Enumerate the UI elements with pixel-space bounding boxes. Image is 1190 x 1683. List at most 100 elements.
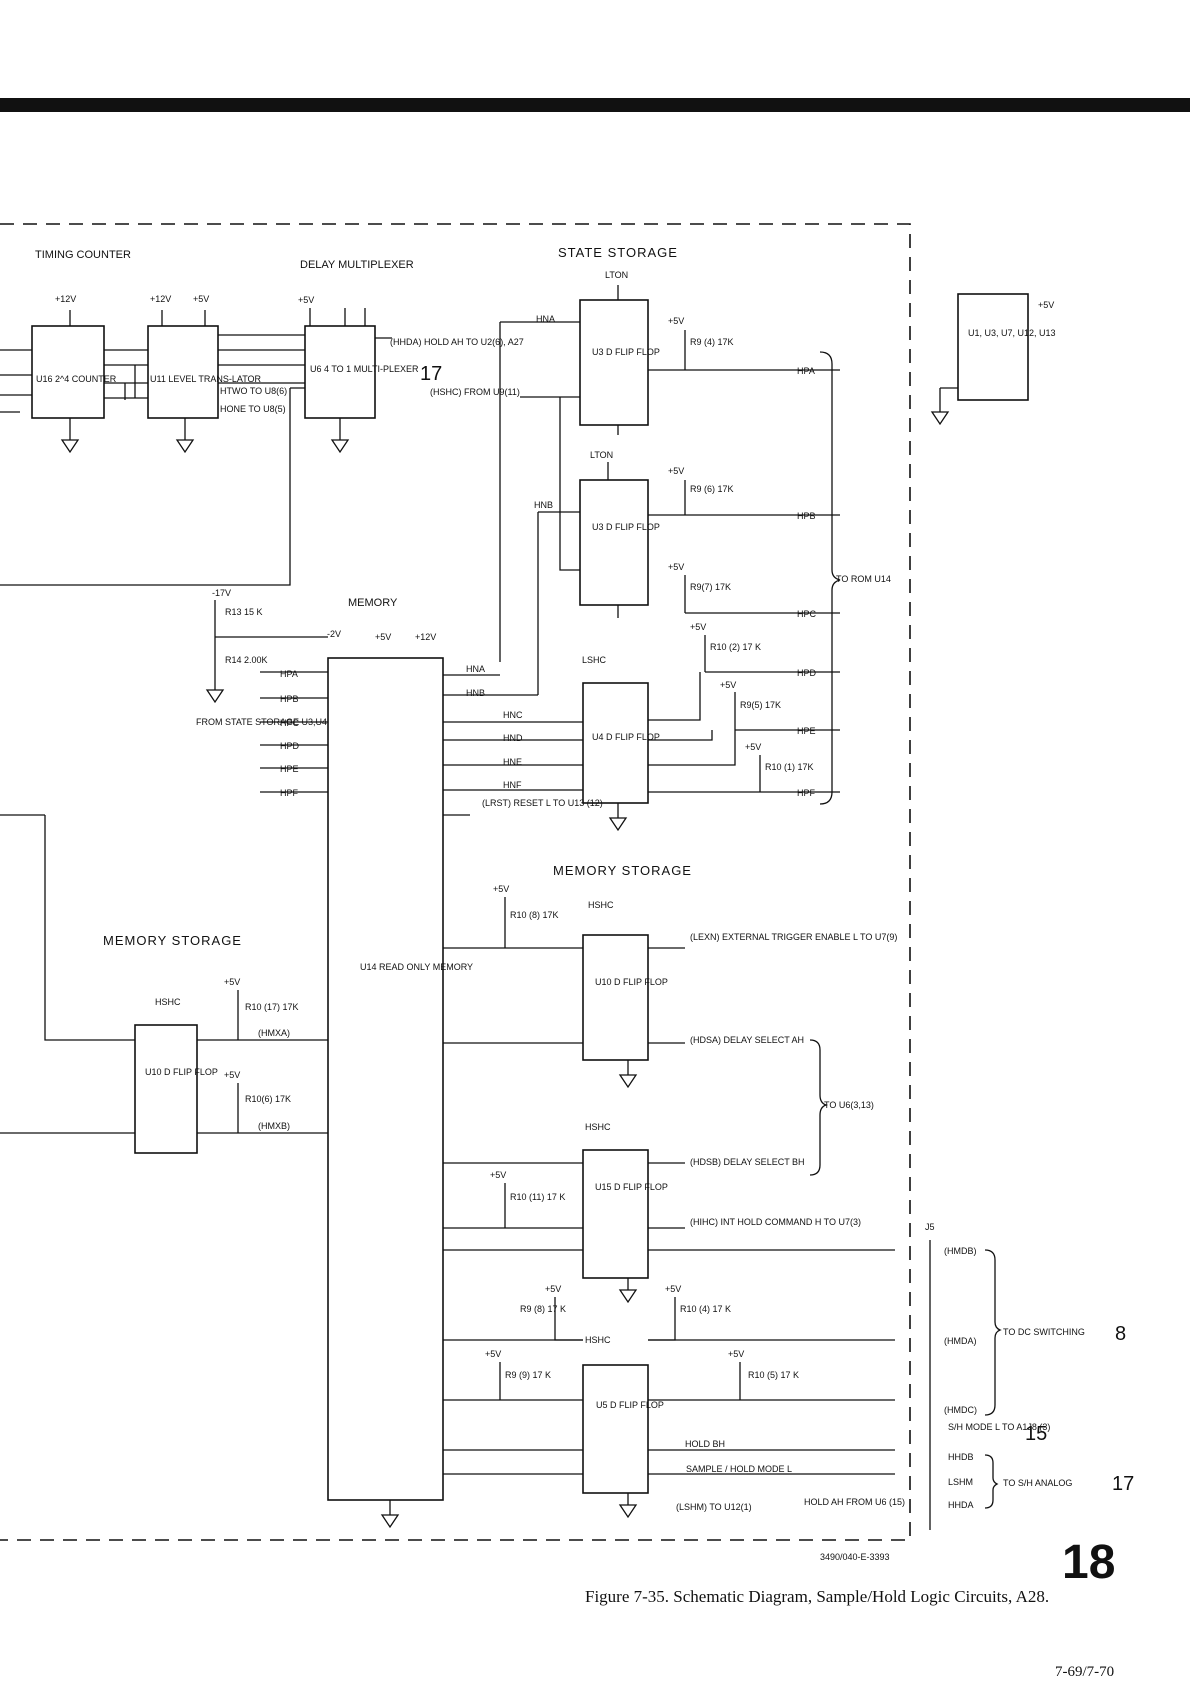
to-u6-label: TO U6(3,13): [824, 1100, 874, 1110]
hne-out: HNE: [503, 757, 522, 767]
hpc-in: HPC: [280, 718, 300, 728]
supply-label: -17V: [212, 588, 231, 598]
hdsb-label: (HDSB) DELAY SELECT BH: [690, 1157, 805, 1167]
supply-label: +5V: [665, 1284, 681, 1294]
r10-2-label: R10 (2) 17 K: [710, 642, 761, 652]
to-dc-brace: [984, 1249, 1002, 1416]
hhdb-label: HHDB: [948, 1452, 974, 1462]
drawing-number: 3490/040-E-3393: [820, 1552, 890, 1562]
u6-label: U6 4 TO 1 MULTI-PLEXER: [310, 364, 419, 374]
hmda-label: (HMDA): [944, 1336, 977, 1346]
r10-8-label: R10 (8) 17K: [510, 910, 559, 920]
hna-out: HNA: [466, 664, 485, 674]
supply-label: +5V: [668, 562, 684, 572]
hpe-label: HPE: [797, 726, 816, 736]
u10-left-label: U10 D FLIP FLOP: [145, 1067, 218, 1077]
supply-label: +5V: [668, 466, 684, 476]
supply-label: +5V: [224, 977, 240, 987]
u11-level-translator: [147, 325, 219, 419]
to-rom-brace: [819, 351, 841, 805]
to-sh-label: TO S/H ANALOG: [1003, 1478, 1072, 1488]
hold-bh-label: HOLD BH: [685, 1439, 725, 1449]
lshc-label: LSHC: [582, 655, 607, 665]
sh-mode-label: S/H MODE L TO A1J8 (3): [948, 1422, 1050, 1432]
to-rom-label: TO ROM U14: [836, 574, 891, 584]
supply-label: +5V: [728, 1349, 744, 1359]
hmdb-label: (HMDB): [944, 1246, 977, 1256]
hshc-label: HSHC: [588, 900, 614, 910]
r9-4-label: R9 (4) 17K: [690, 337, 734, 347]
ref-15: 15: [1025, 1423, 1047, 1445]
board-outline: [0, 223, 911, 1541]
hmxa-label: (HMXA): [258, 1028, 290, 1038]
u14-rom: [327, 657, 444, 1501]
u5-label: U5 D FLIP FLOP: [596, 1400, 664, 1410]
hshc-label: HSHC: [585, 1122, 611, 1132]
hhda-hold-label: (HHDA) HOLD AH TO U2(6), A27: [390, 337, 524, 347]
supply-label: +5V: [1038, 300, 1054, 310]
r10-17-label: R10 (17) 17K: [245, 1002, 299, 1012]
ref-17: 17: [1112, 1473, 1134, 1495]
supply-label: +5V: [485, 1349, 501, 1359]
supply-label: +5V: [720, 680, 736, 690]
supply-label: +12V: [55, 294, 76, 304]
hnb-label: HNB: [534, 500, 553, 510]
htwo-label: HTWO TO U8(6): [220, 386, 287, 396]
u5-flip-flop: [582, 1364, 649, 1494]
memory-label: MEMORY: [348, 597, 398, 609]
u11-label: U11 LEVEL TRANS-LATOR: [150, 374, 262, 384]
hshc-from-label: (HSHC) FROM U9(11): [430, 387, 520, 397]
r10-4-label: R10 (4) 17 K: [680, 1304, 731, 1314]
lexn-label: (LEXN) EXTERNAL TRIGGER ENABLE L TO U7(9…: [690, 932, 897, 942]
r10-5-label: R10 (5) 17 K: [748, 1370, 799, 1380]
u4-flip-flop: [582, 682, 649, 804]
hpd-label: HPD: [797, 668, 817, 678]
hnb-out: HNB: [466, 688, 485, 698]
u14-label: U14 READ ONLY MEMORY: [360, 962, 473, 972]
timing-counter-label: TIMING COUNTER: [35, 249, 131, 261]
figure-caption: Figure 7-35. Schematic Diagram, Sample/H…: [585, 1587, 1049, 1606]
hold-ah-from-label: HOLD AH FROM U6 (15): [804, 1497, 905, 1507]
hihc-label: (HIHC) INT HOLD COMMAND H TO U7(3): [690, 1217, 861, 1227]
r14-label: R14 2.00K: [225, 655, 268, 665]
lshm-to-label: (LSHM) TO U12(1): [676, 1502, 752, 1512]
hpa-label: HPA: [797, 366, 815, 376]
supply-label: +12V: [415, 632, 436, 642]
to-dc-label: TO DC SWITCHING: [1003, 1327, 1085, 1337]
hna-label: HNA: [536, 314, 555, 324]
u15-flip-flop: [582, 1149, 649, 1279]
r10-1-label: R10 (1) 17K: [765, 762, 814, 772]
state-storage-label: STATE STORAGE: [558, 245, 678, 260]
to-sh-brace: [984, 1454, 999, 1509]
supply-label: +5V: [493, 884, 509, 894]
lton-label: LTON: [590, 450, 613, 460]
j5-label: J5: [925, 1222, 935, 1232]
sample-hold-label: SAMPLE / HOLD MODE L: [686, 1464, 792, 1474]
u4-label: U4 D FLIP FLOP: [592, 732, 660, 742]
ic-legend: [957, 293, 1029, 401]
u3a-label: U3 D FLIP FLOP: [592, 347, 660, 357]
section-number: 18: [1062, 1536, 1115, 1589]
supply-label: +5V: [490, 1170, 506, 1180]
r9-5-label: R9(5) 17K: [740, 700, 781, 710]
ic-legend-label: U1, U3, U7, U12, U13: [968, 328, 1056, 338]
memory-storage-right-label: MEMORY STORAGE: [553, 863, 692, 878]
hpa-in: HPA: [280, 669, 298, 679]
r13-label: R13 15 K: [225, 607, 263, 617]
u16-label: U16 2^4 COUNTER: [36, 374, 117, 384]
hpc-label: HPC: [797, 609, 817, 619]
ref-17-top: 17: [420, 363, 442, 385]
ref-8: 8: [1115, 1323, 1126, 1345]
supply-label: +5V: [298, 295, 314, 305]
hnc-out: HNC: [503, 710, 523, 720]
hnd-out: HND: [503, 733, 523, 743]
hmxb-label: (HMXB): [258, 1121, 290, 1131]
hshc-label: HSHC: [155, 997, 181, 1007]
r9-9-label: R9 (9) 17 K: [505, 1370, 551, 1380]
header-bar: [0, 98, 1190, 112]
r10-6-label: R10(6) 17K: [245, 1094, 291, 1104]
supply-label: -2V: [327, 629, 341, 639]
r9-7-label: R9(7) 17K: [690, 582, 731, 592]
to-u6-brace: [809, 1039, 829, 1176]
